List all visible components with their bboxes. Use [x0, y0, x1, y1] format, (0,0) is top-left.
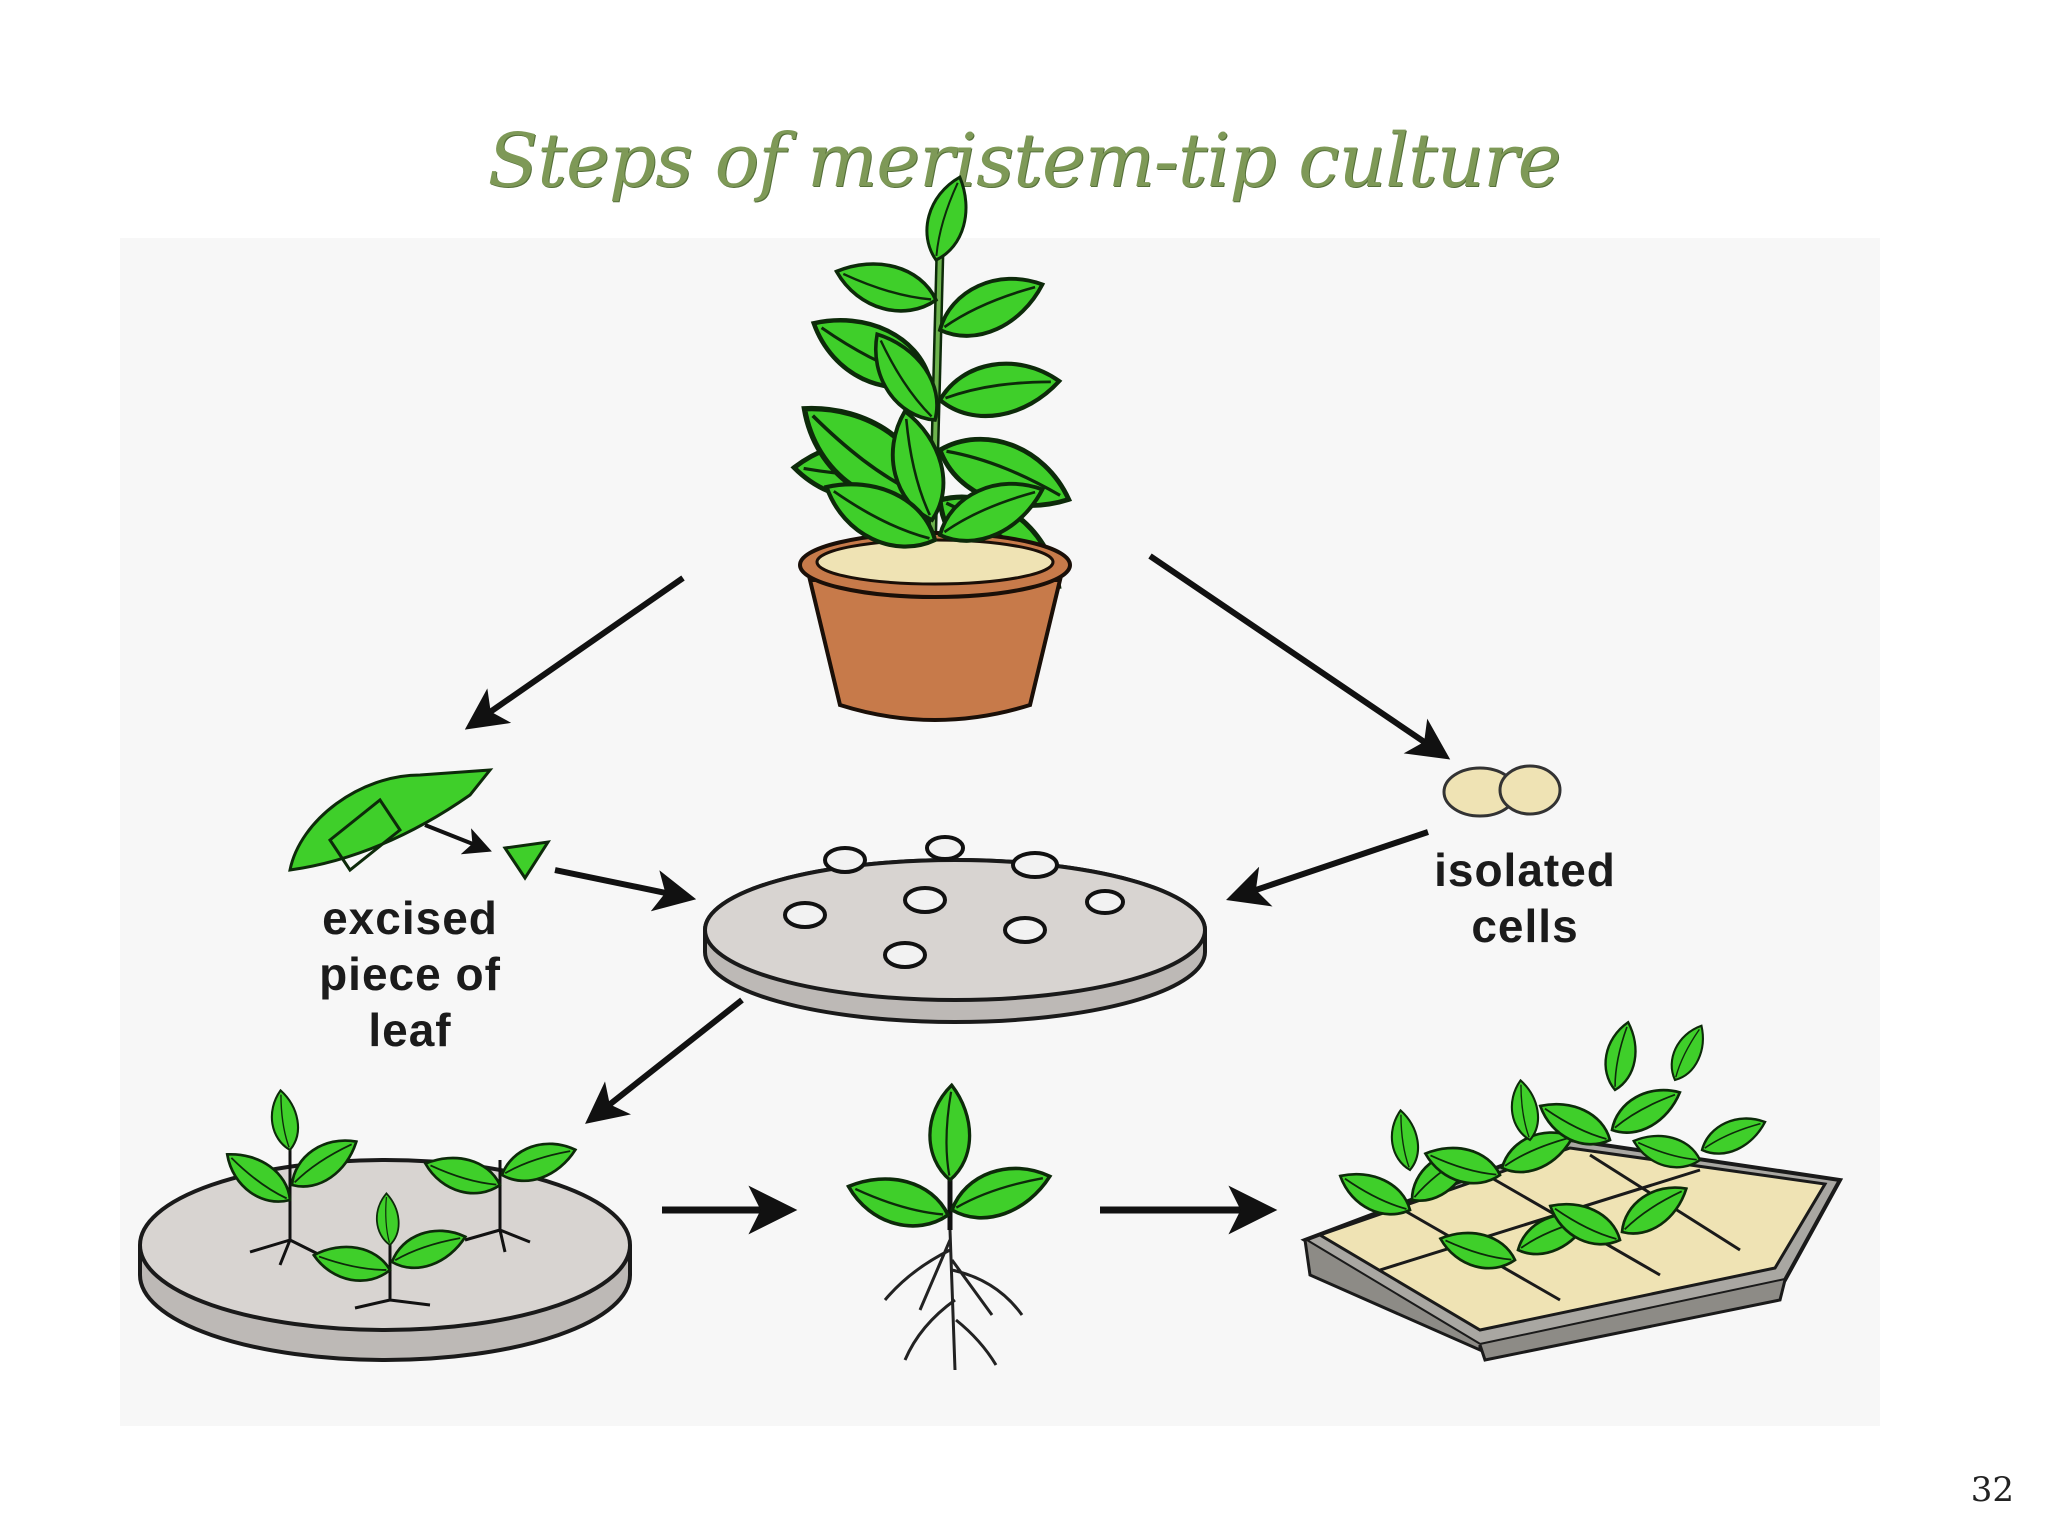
seedling-tray [1300, 1017, 1844, 1362]
petri-dish-plantlets [138, 1088, 632, 1362]
arrow-cells-to-dish [1226, 829, 1429, 907]
excised-leaf [288, 768, 552, 881]
petri-dish-callus [703, 835, 1207, 1024]
arrow-leaf-to-dish [554, 867, 697, 912]
arrow-to-cells [1148, 553, 1451, 760]
potted-plant [786, 170, 1080, 722]
excised-leaf-label-line2: piece of [319, 948, 501, 1000]
arrow-dish-to-shoots [585, 997, 744, 1124]
excised-leaf-label-line3: leaf [368, 1004, 452, 1056]
excised-leaf-label: excised piece of leaf [270, 890, 550, 1058]
isolated-cells-label-line1: isolated [1434, 844, 1616, 896]
rooted-plantlet [840, 1082, 1058, 1371]
isolated-cells-label: isolated cells [1385, 842, 1665, 954]
isolated-cells [1442, 764, 1562, 818]
arrow-to-leaf [464, 575, 685, 730]
excised-leaf-label-line1: excised [322, 892, 498, 944]
isolated-cells-label-line2: cells [1471, 900, 1579, 952]
slide-title: Steps of meristem-tip culture [487, 118, 1562, 204]
page-number: 32 [1970, 1470, 2014, 1510]
